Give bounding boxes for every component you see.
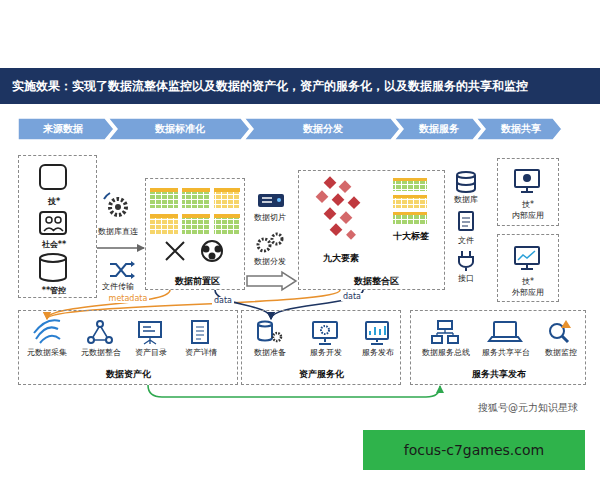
integration-zone: 九大要素 十大标签数据整合区 bbox=[298, 170, 445, 290]
stage-chevron: 来源数据 bbox=[18, 118, 114, 140]
asset-item: 元数据采集 bbox=[25, 319, 69, 359]
node-text: 数据资产化 bbox=[106, 369, 151, 379]
edge-label: data bbox=[341, 293, 363, 302]
asset-item: 资产详情 bbox=[179, 319, 223, 359]
edge-label: metadata bbox=[107, 295, 150, 304]
icon-label: 接口 bbox=[458, 275, 474, 284]
connector bbox=[271, 290, 363, 319]
node-text: 社会** bbox=[42, 240, 66, 249]
node-text: 数据监控 bbox=[545, 349, 577, 358]
sharing-item: 数据服务总线 bbox=[420, 319, 472, 359]
sharing-panel: 服务共享发布 数据服务总线 服务共享平台 数据监控 bbox=[410, 310, 586, 385]
chevron-fill bbox=[18, 118, 114, 140]
asset-panel: 数据资产化 元数据采集 元数据整合 资产目录 资产详情 bbox=[18, 310, 238, 385]
title-bar: 实施效果：实现了数据流整体监控以及数据的资产化，资产的服务化，以及数据服务的共享… bbox=[0, 68, 600, 104]
asset-service-icons bbox=[258, 322, 388, 345]
icon-label: 文件 bbox=[458, 237, 474, 246]
node-text: 数据前置区 bbox=[175, 276, 220, 286]
tool-icons bbox=[166, 241, 222, 261]
node-text: 内部应用 bbox=[512, 211, 544, 220]
chevron-fill bbox=[108, 118, 250, 140]
chevron-fill bbox=[394, 118, 482, 140]
stage-chevron: 数据分发 bbox=[244, 118, 400, 140]
title-text: 实施效果：实现了数据流整体监控以及数据的资产化，资产的服务化，以及数据服务的共享… bbox=[12, 78, 528, 95]
watermark-text: 搜狐号@元力知识星球 bbox=[478, 402, 578, 414]
stage-chevron: 数据标准化 bbox=[108, 118, 250, 140]
source-box: 技* 社会** **管控 bbox=[18, 155, 97, 298]
asset-item: 元数据整合 bbox=[79, 319, 123, 359]
node-text: 数据共享 bbox=[501, 123, 541, 135]
node-text: 技* bbox=[522, 277, 534, 286]
node-text: 资产服务化 bbox=[299, 369, 344, 379]
connector bbox=[247, 272, 296, 290]
node-text: focus-c7games.com bbox=[404, 442, 544, 458]
node-text: 外部应用 bbox=[512, 288, 544, 297]
connector bbox=[148, 385, 440, 397]
service-panel: 资产服务化 数据准备 服务开发 服务发布 bbox=[241, 310, 401, 385]
node-text: 数据分发 bbox=[303, 123, 343, 135]
node-text: 十大标签 bbox=[393, 231, 429, 241]
service-item: 服务发布 bbox=[356, 319, 400, 359]
connector bbox=[47, 290, 340, 319]
node-text: 数据准备 bbox=[254, 349, 286, 358]
service-item: 数据准备 bbox=[249, 319, 293, 359]
sharing-item: 服务共享平台 bbox=[479, 319, 533, 359]
node-text: 数据标准化 bbox=[155, 123, 205, 135]
node-text: 技* bbox=[48, 197, 60, 206]
node-text: 来源数据 bbox=[43, 123, 83, 135]
element-cluster bbox=[316, 176, 361, 239]
stage-chevron: 数据服务 bbox=[394, 118, 482, 140]
icon-label: 数据库直连 bbox=[98, 228, 138, 237]
icon-label: 数据切片 bbox=[254, 214, 286, 223]
node-text: 服务开发 bbox=[310, 349, 342, 358]
table-icons bbox=[150, 178, 427, 234]
node-text: 元数据采集 bbox=[27, 349, 67, 358]
chevron-fill bbox=[476, 118, 562, 140]
node-text: 资产目录 bbox=[135, 349, 167, 358]
node-text: 服务共享发布 bbox=[472, 369, 526, 379]
icon-label: 数据分发 bbox=[254, 258, 286, 267]
chevron-fill bbox=[244, 118, 400, 140]
node-text: 数据服务 bbox=[419, 123, 459, 135]
transfer-icons bbox=[104, 193, 135, 279]
service-icons bbox=[457, 172, 475, 271]
node-text: 数据服务总线 bbox=[422, 349, 470, 358]
node-text: 元数据整合 bbox=[81, 349, 121, 358]
service-item: 服务开发 bbox=[303, 319, 349, 359]
icon-label: 数据库 bbox=[454, 196, 478, 205]
node-text: 服务发布 bbox=[362, 349, 394, 358]
sharing-item: 数据监控 bbox=[539, 319, 583, 359]
asset-item: 资产目录 bbox=[129, 319, 173, 359]
connector bbox=[97, 247, 144, 249]
sharing-icons bbox=[432, 320, 571, 343]
node-text: 九大要素 bbox=[323, 253, 359, 263]
node-text: 资产详情 bbox=[185, 349, 217, 358]
staging-zone: 数据前置区 bbox=[145, 178, 245, 290]
app-box: 技* 外部应用 bbox=[497, 234, 559, 302]
node-text: 数据整合区 bbox=[354, 276, 399, 286]
asset-icons bbox=[34, 320, 208, 344]
node-text: **管控 bbox=[42, 286, 66, 295]
app-box: 技* 内部应用 bbox=[497, 158, 559, 226]
node-text: 服务共享平台 bbox=[482, 349, 530, 358]
slice-distribute-icons bbox=[258, 194, 284, 251]
watermark-box: focus-c7games.com bbox=[363, 430, 585, 470]
source-icons bbox=[40, 165, 66, 281]
stage-chevron: 数据共享 bbox=[476, 118, 562, 140]
icon-label: 文件传输 bbox=[102, 283, 134, 292]
node-text: 技* bbox=[522, 200, 534, 209]
edge-label: data bbox=[212, 297, 234, 306]
